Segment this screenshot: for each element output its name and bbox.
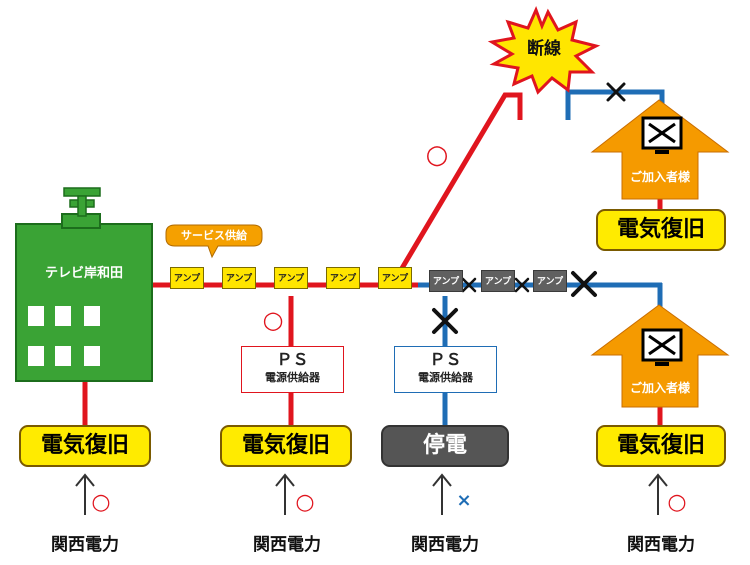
- amplifier-7: アンプ: [481, 270, 515, 292]
- power-supply-1: ＰＳ 電源供給器: [241, 346, 344, 393]
- station-name: テレビ岸和田: [44, 266, 123, 281]
- subscriber-label-1: ご加入者様: [629, 170, 690, 184]
- ps-subtitle: 電源供給器: [418, 371, 473, 384]
- break-burst: [487, 6, 601, 95]
- restored-badge-station: 電気復旧: [19, 425, 151, 467]
- restored-badge-ps1: 電気復旧: [220, 425, 352, 467]
- ps-title: ＰＳ: [429, 350, 462, 369]
- amplifier-2: アンプ: [222, 267, 256, 289]
- ok-mark-branch: ○: [425, 140, 449, 170]
- amplifier-4: アンプ: [326, 267, 360, 289]
- branch-line-broken: [392, 92, 523, 282]
- arrow-up-icon: [432, 473, 452, 515]
- outage-badge-ps2: 停電: [381, 425, 509, 467]
- cut-marks: [432, 82, 626, 334]
- restored-badge-house-1: 電気復旧: [596, 209, 726, 251]
- amplifier-3: アンプ: [274, 267, 308, 289]
- ng-mark-ps2-power: ×: [456, 490, 472, 511]
- utility-label-2: 関西電力: [253, 535, 321, 555]
- utility-label-4: 関西電力: [627, 535, 695, 555]
- power-arrows: [75, 473, 668, 515]
- power-supply-2: ＰＳ 電源供給器: [394, 346, 497, 393]
- antenna-bar-top: [63, 187, 101, 197]
- amplifier-8: アンプ: [533, 270, 567, 292]
- service-callout: [165, 224, 263, 259]
- cut-mark-icon: [606, 82, 626, 102]
- small-cut-mark-icon: [461, 277, 477, 293]
- arrow-up-icon: [275, 473, 295, 515]
- amplifier-5: アンプ: [378, 267, 412, 289]
- cut-mark-icon: [432, 308, 458, 334]
- utility-label-3: 関西電力: [411, 535, 479, 555]
- tv-icon-house-2: [641, 328, 683, 366]
- amplifier-6: アンプ: [429, 270, 463, 292]
- ok-mark-station: ○: [91, 490, 111, 515]
- tv-icon-house-1: [641, 116, 683, 154]
- arrow-up-icon: [75, 473, 95, 515]
- ok-mark-house-2: ○: [667, 490, 687, 515]
- antenna-mast: [77, 195, 87, 217]
- small-cut-mark-icon: [514, 277, 530, 293]
- ps-title: ＰＳ: [276, 350, 309, 369]
- amplifier-1: アンプ: [170, 267, 204, 289]
- station-windows: [28, 306, 100, 366]
- cut-mark-icon: [571, 271, 597, 297]
- ok-mark-ps1-power: ○: [295, 490, 315, 515]
- ps-subtitle: 電源供給器: [265, 371, 320, 384]
- service-label: サービス供給: [181, 229, 247, 242]
- subscriber-label-2: ご加入者様: [629, 381, 690, 395]
- break-label: 断線: [527, 39, 561, 59]
- restored-badge-house-2: 電気復旧: [596, 425, 726, 467]
- arrow-up-icon: [648, 473, 668, 515]
- ok-mark-ps1: ○: [262, 306, 284, 334]
- utility-label-1: 関西電力: [51, 535, 119, 555]
